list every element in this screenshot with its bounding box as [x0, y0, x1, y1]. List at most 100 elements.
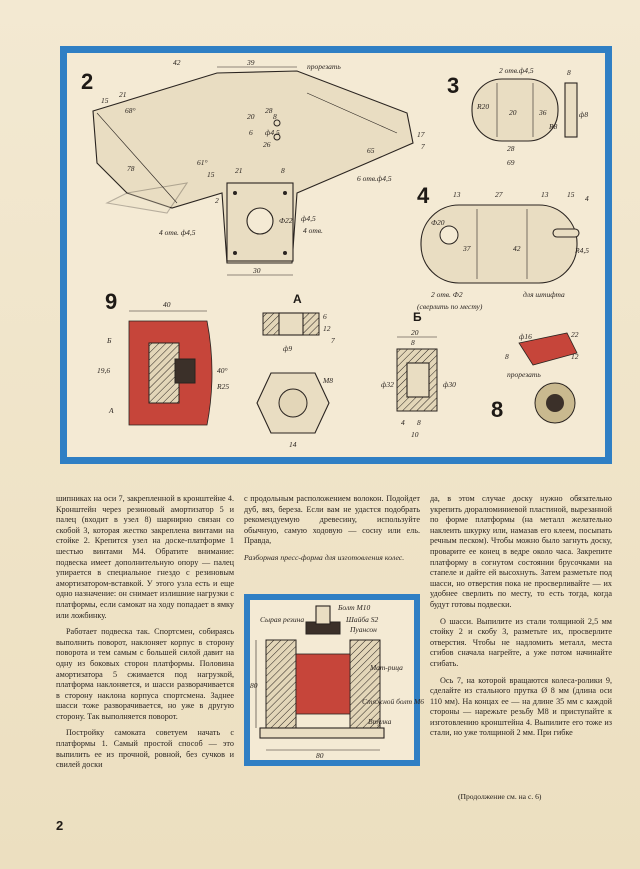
detailB-dim-8: 8	[411, 338, 415, 347]
fig4-dia-20: Ф20	[431, 218, 445, 227]
fig3-holes: 2 отв.ф4,5	[499, 66, 534, 75]
fig8-dim-12: 12	[571, 352, 579, 361]
detailA-dim-14: 14	[289, 440, 297, 449]
fig4-dim-37: 37	[462, 244, 471, 253]
detailA-m8: М8	[322, 376, 333, 385]
fig4-pin-note: для штифта	[523, 290, 565, 299]
fig4-drill-note: (сверлить по месту)	[417, 302, 483, 311]
fig3-dim-36: 36	[538, 108, 547, 117]
fig3-dim-69: 69	[507, 158, 515, 167]
fig2-holes-4b: 4 отв.	[303, 226, 323, 235]
press-form-figure: Болт М10 Шайба S2 Пуансон Сырая резина М…	[244, 594, 424, 766]
detail-a: А 6 12 7 ф9 М8 14	[256, 292, 335, 449]
fig2-dim-8b: 8	[281, 166, 285, 175]
detail-a-title: А	[293, 292, 302, 306]
fig2-dim-6: 6	[249, 128, 253, 137]
figure-9: 9 40 Б 19,6 А 40° R25	[97, 289, 229, 426]
press-raw-rubber: Сырая резина	[260, 615, 304, 624]
press-form-svg: Болт М10 Шайба S2 Пуансон Сырая резина М…	[250, 603, 424, 760]
detailB-dim-4: 4	[401, 418, 405, 427]
detailB-dia-30: ф30	[443, 380, 456, 389]
fig4-dim-27: 27	[495, 190, 503, 199]
fig2-dim-21b: 21	[235, 166, 243, 175]
fig2-dim-39: 39	[246, 58, 255, 67]
figure-8: 8 ф16 22 8 12 прорезать	[491, 330, 579, 424]
fig8-dim-8: 8	[505, 352, 509, 361]
fig4-holes: 2 отв. Ф2	[431, 290, 463, 299]
fig9-r25: R25	[216, 382, 229, 391]
fig2-dim-30: 30	[252, 266, 261, 275]
fig3-r8: R8	[548, 122, 558, 131]
fig4-dim-4: 4	[585, 194, 589, 203]
figure-8-number: 8	[491, 397, 503, 422]
fig2-holes-4: 4 отв. ф4,5	[159, 228, 196, 237]
fig4-dim-42: 42	[513, 244, 521, 253]
detailA-dim-12: 12	[323, 324, 331, 333]
figure-3-number: 3	[447, 73, 459, 98]
fig2-dim-7: 7	[421, 142, 425, 151]
fig2-dia-22: Ф22	[279, 216, 293, 225]
fig3-dim-28: 28	[507, 144, 515, 153]
technical-drawings-frame: 2 42 39 прорезать 21 15 68° 78	[60, 46, 612, 464]
continuation-note: (Продолжение см. на с. 6)	[458, 792, 542, 801]
press-punch: Пуансон	[349, 625, 377, 634]
figure-4: 4 13 27 13 15 4 Ф20 37 42 R4,5 2 отв. Ф2…	[417, 183, 589, 311]
fig3-r20: R20	[476, 102, 489, 111]
fig4-r45: R4,5	[574, 246, 589, 255]
figure-4-number: 4	[417, 183, 430, 208]
press-washer: Шайба S2	[345, 615, 378, 624]
detailB-dim-8b: 8	[417, 418, 421, 427]
text-column-left: шипниках на оси 7, закрепленной в кроншт…	[56, 494, 234, 777]
press-dim-width: 80	[316, 751, 324, 760]
fig2-dim-78: 78	[127, 164, 135, 173]
left-paragraph-2: Работает подвеска так. Спортсмен, собира…	[56, 627, 234, 721]
fig2-dia-45b: ф4,5	[301, 214, 316, 223]
fig2-dim-65: 65	[367, 146, 375, 155]
fig2-dim-17: 17	[417, 130, 425, 139]
detailB-dim-20: 20	[411, 328, 419, 337]
fig4-dim-13b: 13	[541, 190, 549, 199]
detailB-dim-10: 10	[411, 430, 419, 439]
right-paragraph-3: Ось 7, на которой вращаются колеса-ролик…	[430, 675, 612, 738]
drawings-svg: 2 42 39 прорезать 21 15 68° 78	[81, 58, 589, 449]
fig3-dia-8: ф8	[579, 110, 588, 119]
fig2-holes-6: 6 отв.ф4,5	[357, 174, 392, 183]
fig9-label-b: Б	[106, 336, 112, 345]
fig2-dim-26: 26	[263, 140, 271, 149]
fig8-cut-label: прорезать	[507, 370, 541, 379]
figure-2: 2 42 39 прорезать 21 15 68° 78	[81, 58, 425, 276]
fig9-dim-196: 19,6	[97, 366, 110, 375]
detailA-dim-6: 6	[323, 312, 327, 321]
fig2-angle-61: 61°	[197, 158, 208, 167]
fig2-dim-15b: 15	[207, 170, 215, 179]
right-paragraph-2: О шасси. Выпилите из стали толщиной 2,5 …	[430, 616, 612, 668]
fig4-dim-13: 13	[453, 190, 461, 199]
figure-2-number: 2	[81, 69, 93, 94]
press-matrix: Мат-рица	[369, 663, 403, 672]
left-paragraph-1: шипниках на оси 7, закрепленной в кроншт…	[56, 494, 234, 620]
fig2-dim-28: 28	[265, 106, 273, 115]
fig2-dim-15: 15	[101, 96, 109, 105]
figure-3: 3 2 отв.ф4,5 8 R20 20 36 R8 ф8 28 69	[447, 66, 588, 167]
detail-b: Б 20 8 ф32 ф30 4 8 10	[381, 310, 456, 439]
fig2-dim-20: 20	[247, 112, 255, 121]
fig8-dim-22: 22	[571, 330, 579, 339]
fig2-cut-label: прорезать	[307, 62, 341, 71]
fig9-label-a: А	[108, 406, 114, 415]
fig8-dia-16: ф16	[519, 332, 532, 341]
fig2-dim-42: 42	[173, 58, 181, 67]
press-bushing: Втулка	[368, 717, 392, 726]
figure-9-number: 9	[105, 289, 117, 314]
right-paragraph-1: да, в этом случае доску нужно обязательн…	[430, 494, 612, 609]
fig2-dim-8: 8	[273, 112, 277, 121]
press-dim-height: 80	[250, 681, 258, 690]
detail-b-title: Б	[413, 310, 422, 324]
detailA-dia-9: ф9	[283, 344, 292, 353]
text-column-middle: с продольным расположением волокон. Подо…	[244, 494, 420, 569]
text-column-right: да, в этом случае доску нужно обязательн…	[430, 494, 612, 745]
page-number: 2	[56, 818, 64, 833]
press-tie-bolt: Стяжной болт М6	[362, 697, 424, 706]
detailB-dia-32: ф32	[381, 380, 394, 389]
fig9-dim-40: 40	[163, 300, 171, 309]
